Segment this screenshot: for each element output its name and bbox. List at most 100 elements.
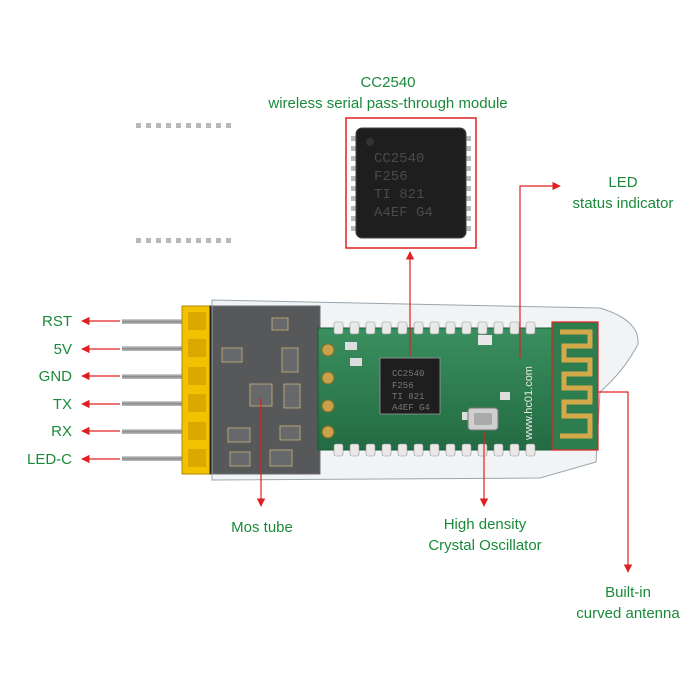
castellated-pad [333, 321, 344, 335]
antenna-label: Built-in curved antenna [558, 582, 698, 624]
pin-label-led-c: LED-C [26, 451, 72, 468]
chip-pad [351, 226, 356, 231]
pin-label-tx: TX [52, 396, 72, 413]
base-board-components [221, 317, 301, 467]
chip-pad [136, 238, 141, 243]
pin-header [181, 305, 213, 475]
pin-label-5v: 5V [53, 341, 72, 358]
chip-marking-line4: A4EF G4 [374, 205, 433, 221]
chip-pad [351, 186, 356, 191]
castellated-pad [365, 443, 376, 457]
crystal-label: High density Crystal Oscillator [395, 514, 575, 556]
chip-pad [351, 136, 356, 141]
chip-pad [146, 238, 151, 243]
castellated-pad [461, 321, 472, 335]
chip-pad [351, 206, 356, 211]
chip-pad [466, 156, 471, 161]
chip-pad [216, 123, 221, 128]
callout-lines [81, 181, 633, 573]
mos-tube-label: Mos tube [231, 519, 293, 536]
chip-pad [466, 136, 471, 141]
chip-pad [186, 238, 191, 243]
chip-pad [206, 123, 211, 128]
castellated-pad [525, 321, 536, 335]
chip-pad [156, 123, 161, 128]
castellated-pad [477, 321, 488, 335]
chip-pad [351, 176, 356, 181]
chip-pad [466, 206, 471, 211]
chip-pad [196, 238, 201, 243]
chip-marking-line2: F256 [374, 169, 408, 185]
chip-pad [351, 146, 356, 151]
chip-pad [466, 176, 471, 181]
castellated-pad [381, 443, 392, 457]
chip-pads-top [136, 123, 471, 243]
crystal-label-line2: Crystal Oscillator [428, 537, 542, 554]
chip-pad [176, 123, 181, 128]
castellated-pad [461, 443, 472, 457]
castellated-pad [333, 443, 344, 457]
svg-text:F256: F256 [392, 381, 414, 391]
led-label-line2: status indicator [572, 195, 674, 212]
antenna-label-line1: Built-in [605, 584, 651, 601]
cc2540-title: CC2540 wireless serial pass-through modu… [258, 72, 518, 114]
castellated-pad [397, 443, 408, 457]
castellated-pad [445, 443, 456, 457]
chip-pad [466, 186, 471, 191]
chip-pad [466, 196, 471, 201]
svg-text:A4EF G4: A4EF G4 [392, 403, 430, 413]
led-label: LED status indicator [548, 172, 698, 214]
castellated-pad [349, 443, 360, 457]
cc2540-title-line1: CC2540 [360, 74, 416, 91]
castellated-pad [493, 443, 504, 457]
chip-pad [166, 123, 171, 128]
chip-pad [216, 238, 221, 243]
castellated-pad [525, 443, 536, 457]
chip-pad [156, 238, 161, 243]
cc2540-chip-board: CC2540 F256 TI 821 A4EF G4 [379, 357, 441, 415]
header-pins [122, 319, 202, 461]
castellated-pad [413, 321, 424, 335]
chip-pad [351, 156, 356, 161]
castellated-pad [413, 443, 424, 457]
chip-pad [466, 226, 471, 231]
chip-pad [136, 123, 141, 128]
castellated-pad [509, 321, 520, 335]
chip-pad [146, 123, 151, 128]
chip-pad [226, 123, 231, 128]
castellated-pad [493, 321, 504, 335]
antenna-label-line2: curved antenna [576, 605, 680, 622]
chip-pad [206, 238, 211, 243]
castellated-pad [397, 321, 408, 335]
svg-text:TI 821: TI 821 [392, 392, 424, 402]
chip-pad [466, 166, 471, 171]
chip-pad [196, 123, 201, 128]
board-marking: www.hc01.com [523, 366, 535, 441]
cc2540-chip-zoom [136, 117, 477, 249]
chip-pad [176, 238, 181, 243]
castellated-pad [429, 321, 440, 335]
chip-marking-line1: CC2540 [374, 151, 424, 167]
pin-label-rx: RX [51, 423, 72, 440]
castellated-pads-bottom [333, 443, 536, 457]
pin-label-rst: RST [42, 313, 72, 330]
led-label-line1: LED [608, 174, 638, 191]
chip-pad [466, 146, 471, 151]
castellated-pad [445, 321, 456, 335]
svg-text:CC2540: CC2540 [392, 369, 424, 379]
antenna [551, 321, 599, 451]
castellated-pad [477, 443, 488, 457]
chip-marking-line3: TI 821 [374, 187, 424, 203]
chip-pad [351, 196, 356, 201]
crystal-label-line1: High density [443, 516, 527, 533]
pin-label-gnd: GND [38, 368, 72, 385]
castellated-pads-top [333, 321, 536, 335]
castellated-pad [349, 321, 360, 335]
castellated-pad [429, 443, 440, 457]
castellated-pad [365, 321, 376, 335]
cc2540-title-line2: wireless serial pass-through module [268, 95, 508, 112]
chip-pad [351, 166, 356, 171]
chip-pad [226, 238, 231, 243]
chip-pad [466, 216, 471, 221]
